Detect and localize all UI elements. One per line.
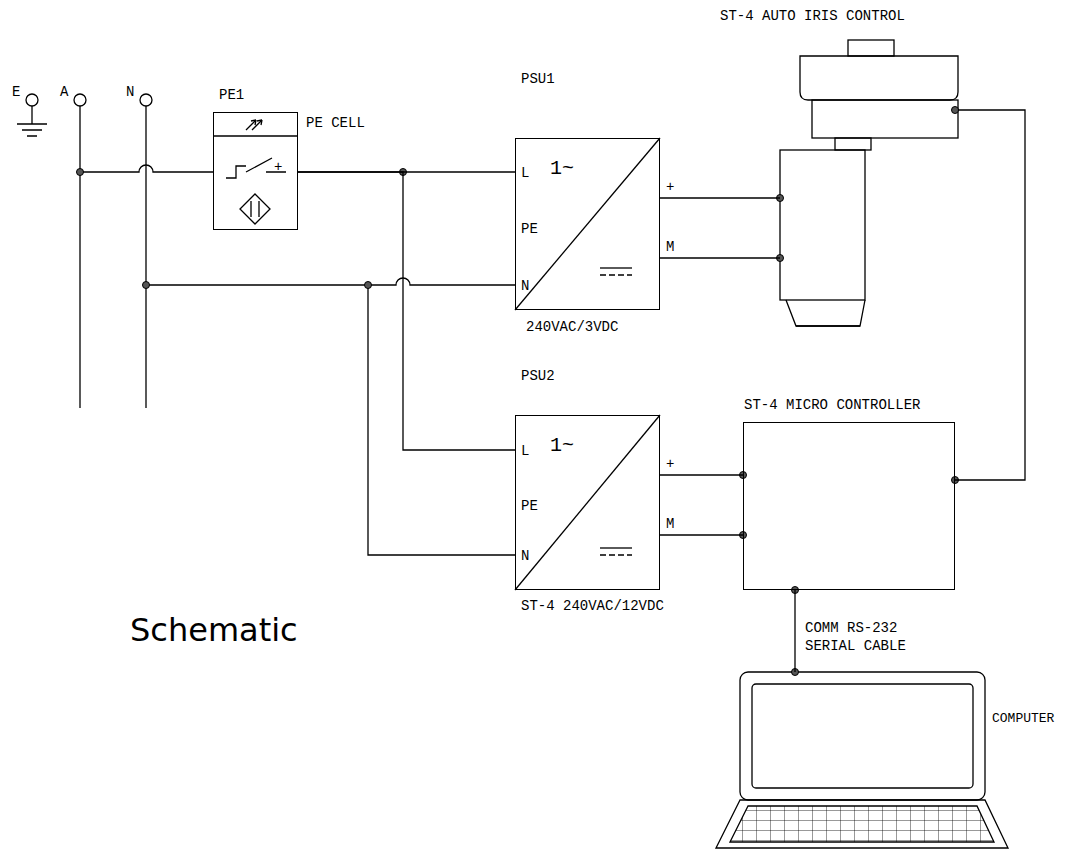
component-label: M: [666, 239, 674, 255]
component-label: 240VAC/3VDC: [526, 319, 618, 335]
active-wire: [80, 165, 213, 172]
auto-iris-illustration: [780, 40, 958, 326]
neutral-terminal: [140, 94, 152, 106]
component-label: +: [274, 159, 282, 175]
component-label: ST-4 240VAC/12VDC: [521, 598, 664, 614]
wire: [660, 474, 743, 475]
component-box: PE1PE CELL+: [213, 112, 298, 230]
neutral-bus: [145, 106, 146, 408]
wire: [955, 110, 1025, 480]
component-area: ST-4 AUTO IRIS CONTROL: [780, 40, 958, 332]
component-label: ST-4 MICRO CONTROLLER: [744, 397, 920, 413]
component-label: L: [521, 443, 529, 459]
component-label: N: [521, 278, 529, 294]
component-label: PSU1: [521, 71, 555, 87]
component-label: PE: [521, 498, 538, 514]
active-bus: [79, 106, 80, 408]
diagram-title: Schematic: [130, 612, 298, 649]
psu-symbol: [515, 138, 660, 310]
component-area: COMPUTER: [715, 672, 1010, 850]
laptop-illustration: [716, 672, 1008, 848]
component-box: PSU2LPEN1~+MST-4 240VAC/12VDC: [515, 415, 660, 590]
component-label: PE CELL: [306, 115, 365, 131]
component-label: +: [666, 179, 674, 195]
wire: [794, 590, 795, 672]
component-label: 1~: [550, 434, 574, 457]
component-label: M: [666, 516, 674, 532]
component-label: PE1: [219, 87, 244, 103]
wire: [660, 257, 780, 258]
component-box: ST-4 MICRO CONTROLLER: [743, 422, 955, 590]
cable-label: COMM RS-232 SERIAL CABLE: [805, 620, 925, 655]
earth-symbol: [17, 106, 47, 136]
component-label: L: [521, 165, 529, 181]
component-label: ST-4 AUTO IRIS CONTROL: [720, 8, 905, 24]
terminal-label: N: [126, 84, 134, 100]
component-box: PSU1LPEN1~+M240VAC/3VDC: [515, 138, 660, 310]
wire: [660, 197, 780, 198]
component-label: N: [521, 548, 529, 564]
neutral-wire: [368, 285, 515, 555]
terminal-label: E: [12, 84, 20, 100]
component-label: +: [666, 456, 674, 472]
earth-terminal: [26, 94, 38, 106]
component-label: PSU2: [521, 368, 555, 384]
terminal-label: A: [60, 84, 68, 100]
wire: [298, 172, 515, 450]
pe-cell-symbol: [213, 120, 298, 224]
neutral-wire: [146, 278, 515, 285]
component-label: PE: [521, 221, 538, 237]
wire: [660, 534, 743, 535]
psu-symbol: [515, 415, 660, 590]
active-terminal: [74, 94, 86, 106]
component-label: 1~: [550, 157, 574, 180]
component-label: COMPUTER: [992, 712, 1054, 727]
